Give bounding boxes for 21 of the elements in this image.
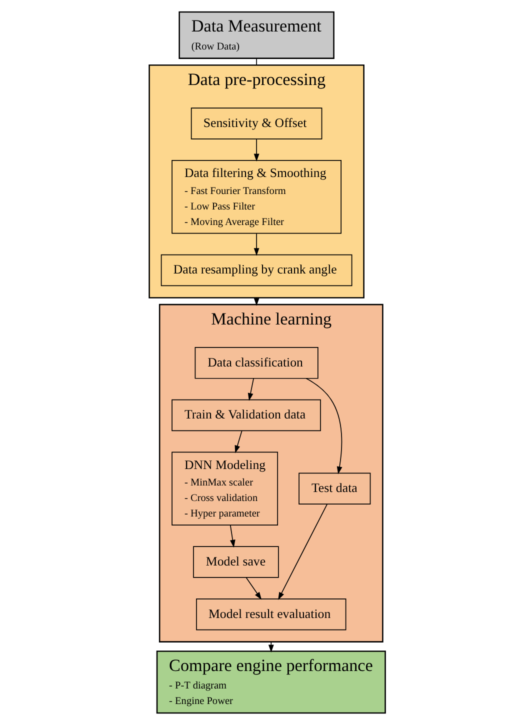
node-box: Compare engine performance - P-T diagram - Engine Power: [156, 650, 386, 714]
node-box: Test data: [298, 472, 371, 505]
node-box: Data classification: [194, 347, 318, 379]
arrow: [246, 577, 262, 600]
arrow: [278, 504, 328, 600]
arrow: [254, 233, 260, 256]
node-box: DNN Modeling - MinMax scaler - Cross validation - Hyper parameter: [172, 452, 278, 526]
arrow: [248, 378, 254, 401]
node-box: Data Measurement (Row Data): [178, 11, 334, 59]
connector: [256, 58, 257, 66]
node-box: Data resampling by crank angle: [160, 254, 352, 286]
arrow: [234, 430, 242, 454]
node-box: Data filtering & Smoothing - Fast Fourier Transform - Low Pass Filter - Moving Average Filter: [172, 160, 342, 234]
node-box: Sensitivity & Offset: [190, 108, 322, 140]
node-box: Train & Validation data: [172, 399, 321, 432]
node-box: Model save: [193, 546, 279, 578]
arrow: [268, 641, 274, 653]
arrow: [254, 138, 260, 162]
arrow: [230, 524, 236, 548]
node-box: Model result evaluation: [196, 598, 346, 630]
arrow: [306, 378, 342, 474]
